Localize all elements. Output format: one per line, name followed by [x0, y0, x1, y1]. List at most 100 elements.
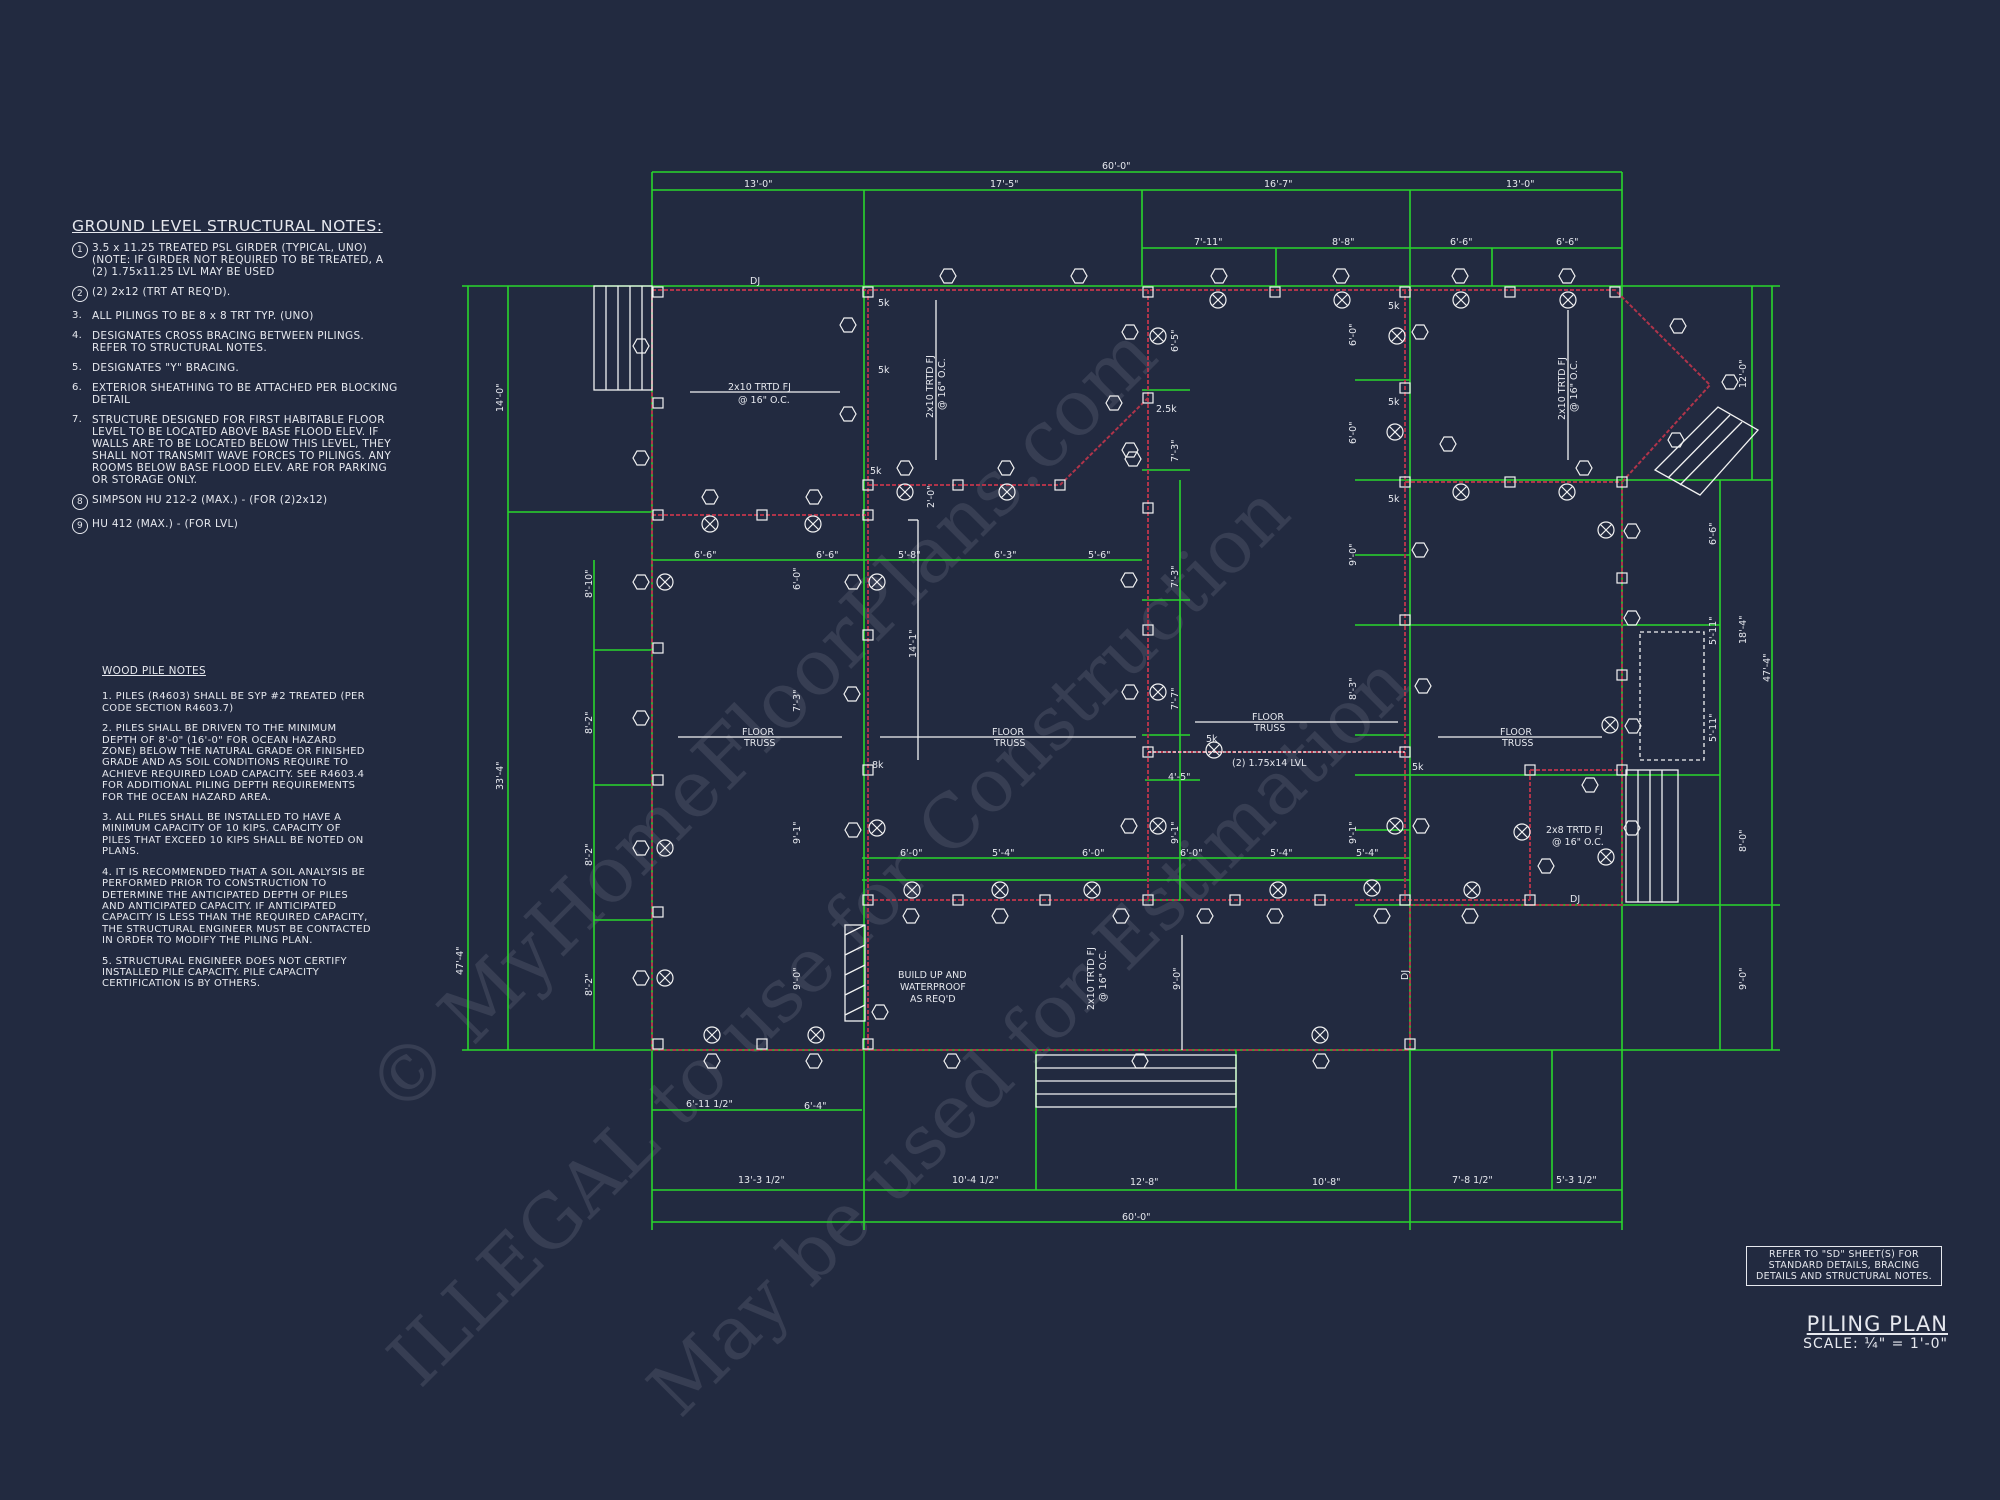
cross-brace-stroke	[1212, 294, 1224, 306]
cross-brace-circle	[656, 573, 674, 591]
dimension-text: 60'-0" 13'-0" 17'-5" 16'-7" 13'-0" 7'-11…	[455, 161, 1773, 1223]
piling-post	[952, 894, 964, 906]
cross-brace-circle	[1597, 848, 1615, 866]
cross-brace-stroke	[906, 884, 918, 896]
piling-post	[1142, 746, 1154, 758]
hex-marker-icon	[1667, 432, 1685, 448]
cross-brace-icon	[1149, 683, 1167, 701]
cross-brace-stroke	[1152, 686, 1164, 698]
note-number: 6.	[72, 382, 83, 393]
piling-post	[1039, 894, 1051, 906]
joist-arrows	[678, 300, 1602, 1050]
wood-note: 2. PILES SHALL BE DRIVEN TO THE MINIMUM …	[102, 723, 365, 803]
cross-brace-stroke	[704, 518, 716, 530]
cross-brace-stroke	[1561, 486, 1573, 498]
cross-brace-icon	[656, 573, 674, 591]
piling-post	[652, 286, 664, 298]
note-text: ALL PILINGS TO BE 8 x 8 TRT TYP. (UNO)	[92, 310, 314, 322]
truss-label-4b: TRUSS	[1501, 738, 1533, 749]
piling-post	[1616, 572, 1628, 584]
cross-brace-circle	[656, 969, 674, 987]
note-text: 3.5 x 11.25 TREATED PSL GIRDER (TYPICAL,…	[92, 242, 384, 278]
note-2: 2(2) 2x12 (TRT AT REQ'D).	[72, 286, 402, 302]
hex-marker-icon	[1312, 1053, 1330, 1069]
piling-post	[1229, 894, 1241, 906]
dim-right-row-2: 5'-11"	[1708, 616, 1719, 645]
hex-marker-icon	[701, 489, 719, 505]
buildup-label-3: AS REQ'D	[910, 994, 956, 1005]
cross-brace-icon	[804, 515, 822, 533]
cross-brace-stroke	[659, 842, 671, 854]
truss-label-1: FLOOR	[742, 727, 774, 738]
truss-label-1b: TRUSS	[743, 738, 775, 749]
piling-post	[862, 764, 874, 776]
dim-bottom-2: 10'-4 1/2"	[952, 1175, 999, 1186]
cross-brace-circle	[868, 819, 886, 837]
cross-brace-icon	[896, 483, 914, 501]
piling-post	[1504, 476, 1516, 488]
piling-post	[1609, 286, 1621, 298]
dim-int-h2-2: 5'-4"	[992, 848, 1015, 859]
dim-int-h2-5: 5'-4"	[1270, 848, 1293, 859]
watermark: © MyHomeFloorPlans.com ILLEGAL to use fo…	[350, 309, 1426, 1433]
wood-note: 4. IT IS RECOMMENDED THAT A SOIL ANALYSI…	[102, 866, 371, 947]
cross-brace-circle	[804, 515, 822, 533]
cross-brace-stroke	[1366, 882, 1378, 894]
cross-brace-circle	[807, 1026, 825, 1044]
hex-marker-icon	[1581, 777, 1599, 793]
stairs	[593, 285, 1760, 1108]
cross-brace-circle	[1311, 1026, 1329, 1044]
cross-brace-icon	[1452, 483, 1470, 501]
dim-right-outer: 47'-4"	[1762, 653, 1773, 682]
cross-brace-icon	[998, 483, 1016, 501]
cross-brace-icon	[868, 573, 886, 591]
dimension-lines	[462, 171, 1780, 1230]
hex-marker-icon	[632, 338, 650, 354]
cross-brace-circle	[1149, 327, 1167, 345]
hex-marker-icon	[1105, 395, 1123, 411]
hex-marker-icon	[1112, 908, 1130, 924]
cross-brace-icon	[1597, 521, 1615, 539]
truss-label-2b: TRUSS	[993, 738, 1025, 749]
hex-marker: 9	[72, 518, 88, 534]
cross-brace-icon	[1463, 881, 1481, 899]
cross-brace-circle	[903, 881, 921, 899]
dim-int-h1-4: 6'-3"	[994, 550, 1017, 561]
piling-post	[1524, 764, 1536, 776]
hex-marker-icon	[896, 460, 914, 476]
cross-brace-icon	[868, 819, 886, 837]
truss-label-2: FLOOR	[992, 727, 1024, 738]
cross-brace-circle	[1333, 291, 1351, 309]
hex-marker: 1	[72, 242, 88, 258]
hex-marker-icon	[844, 574, 862, 590]
cross-brace-circle	[998, 483, 1016, 501]
dim-right-row-1: 6'-6"	[1708, 523, 1719, 546]
piling-post	[1142, 894, 1154, 906]
note-5: 5.DESIGNATES "Y" BRACING.	[72, 362, 402, 374]
cross-brace-icon	[1597, 848, 1615, 866]
dim-top-overall: 60'-0"	[1102, 161, 1131, 172]
cross-brace-icon	[1311, 1026, 1329, 1044]
cross-brace-stroke	[1389, 426, 1401, 438]
hex-marker-icon	[1124, 451, 1142, 467]
dim-int-v-15: 9'-0"	[1348, 544, 1359, 567]
cross-brace-icon	[1149, 327, 1167, 345]
piling-post	[1399, 476, 1411, 488]
load-tag: 5k	[1206, 734, 1218, 745]
dim-int-v-9: 7'-3"	[1170, 566, 1181, 589]
load-tag: 5k	[878, 365, 890, 376]
note-number: 4.	[72, 330, 83, 341]
hex-marker-icon	[991, 908, 1009, 924]
hex-marker-icon	[1131, 1053, 1149, 1069]
piling-post	[652, 1038, 664, 1050]
cross-brace-stroke	[1336, 294, 1348, 306]
piling-post	[1616, 476, 1628, 488]
note-number: 3.	[72, 310, 83, 321]
cross-brace-stroke	[706, 1029, 718, 1041]
hex-markers	[632, 268, 1739, 1069]
dim-int-v-7: 6'-5"	[1170, 330, 1181, 353]
dim-int-h1-2: 6'-6"	[816, 550, 839, 561]
plan-labels: 2x10 TRTD FJ @ 16" O.C. 2x10 TRTD FJ @ 1…	[728, 276, 1604, 1010]
load-tag: 8k	[872, 760, 884, 771]
joist-label-4: 2x8 TRTD FJ	[1546, 825, 1603, 836]
